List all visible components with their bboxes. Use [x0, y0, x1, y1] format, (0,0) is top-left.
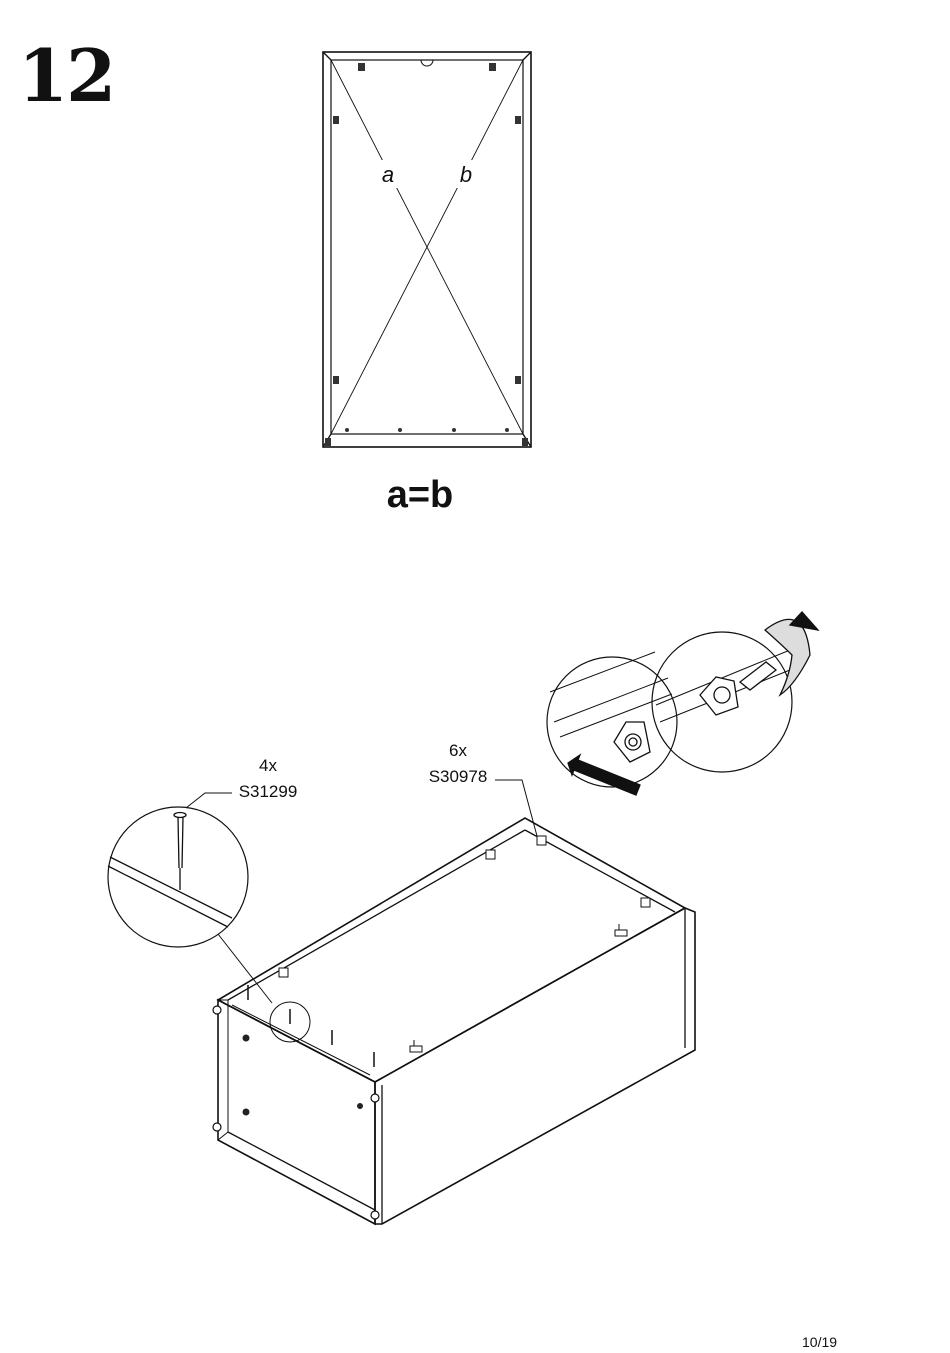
part-quantity: 4x: [228, 756, 308, 776]
page-number: 10/19: [802, 1334, 837, 1350]
part-quantity: 6x: [418, 741, 498, 761]
connector-detail-right: [652, 612, 818, 772]
part-code: S31299: [228, 782, 308, 802]
nail-detail-callout: [108, 793, 272, 1003]
part-callout-connector: 6x S30978: [418, 741, 498, 787]
screwdriver-icon: [740, 662, 776, 690]
part-callout-nail: 4x S31299: [228, 756, 308, 802]
diagonal-label-b: b: [460, 162, 472, 187]
part-code: S30978: [418, 767, 498, 787]
nail-icon: [174, 813, 186, 891]
bracket-icon: [325, 63, 528, 446]
diagonal-equation: a=b: [0, 474, 840, 517]
cabinet-box-diagram: [213, 818, 695, 1224]
cabinet-frame-diagram: [323, 52, 531, 447]
diagonal-label-a: a: [382, 162, 394, 187]
